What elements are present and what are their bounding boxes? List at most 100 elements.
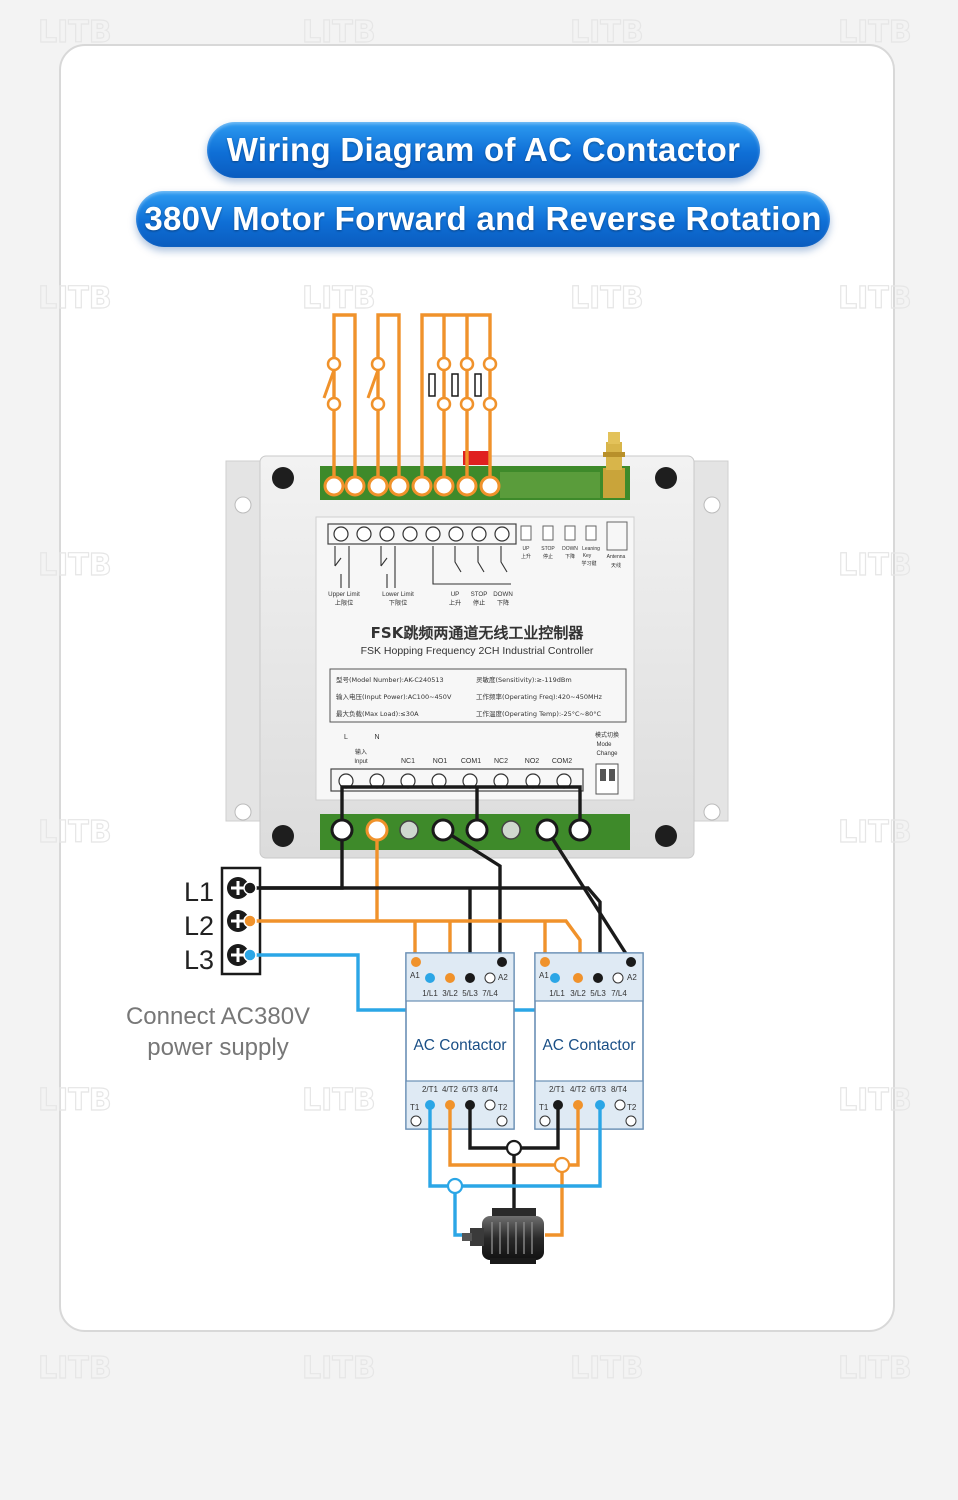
- title-line-1: Wiring Diagram of AC Contactor: [207, 122, 760, 178]
- svg-text:LITB: LITB: [38, 281, 112, 316]
- svg-text:LITB: LITB: [838, 15, 912, 50]
- label-terminal-row-bottom: [338, 773, 572, 789]
- lower-limit-cn: 下限位: [389, 599, 408, 607]
- power-caption-line-1: Connect AC380V: [126, 1003, 310, 1030]
- svg-text:LITB: LITB: [838, 1351, 912, 1386]
- svg-text:LITB: LITB: [302, 1351, 376, 1386]
- svg-text:LITB: LITB: [570, 281, 644, 316]
- l1-label: L1: [184, 877, 214, 907]
- svg-text:T2: T2: [498, 1103, 508, 1112]
- spec-sensitivity: 灵敏度(Sensitivity):≥-119dBm: [476, 675, 572, 684]
- svg-text:上升: 上升: [521, 553, 531, 560]
- svg-text:下降: 下降: [565, 553, 575, 560]
- svg-text:LITB: LITB: [302, 281, 376, 316]
- nc1-label: NC1: [401, 758, 415, 765]
- svg-text:输入: 输入: [355, 748, 367, 756]
- down-contact-label: DOWN: [493, 591, 513, 598]
- svg-text:LITB: LITB: [38, 548, 112, 583]
- key-stop-label: STOP: [541, 546, 555, 552]
- svg-text:LITB: LITB: [38, 815, 112, 850]
- svg-text:A1: A1: [410, 971, 420, 980]
- svg-text:LITB: LITB: [570, 15, 644, 50]
- svg-text:6/T3: 6/T3: [590, 1085, 607, 1094]
- svg-text:LITB: LITB: [302, 1083, 376, 1118]
- ac-contactor-2-label: AC Contactor: [542, 1037, 635, 1054]
- svg-text:2/T1: 2/T1: [549, 1085, 566, 1094]
- l2-label: L2: [184, 911, 214, 941]
- controller-title-en: FSK Hopping Frequency 2CH Industrial Con…: [361, 645, 594, 657]
- svg-text:Change: Change: [596, 751, 618, 757]
- svg-text:A1: A1: [539, 971, 549, 980]
- svg-text:LITB: LITB: [838, 548, 912, 583]
- spec-model: 型号(Model Number):AK-C240513: [336, 675, 444, 684]
- svg-text:T2: T2: [627, 1103, 637, 1112]
- l3-label: L3: [184, 945, 214, 975]
- svg-text:LITB: LITB: [570, 1351, 644, 1386]
- motor-icon: [462, 1208, 544, 1264]
- svg-text:LITB: LITB: [838, 1083, 912, 1118]
- svg-text:LITB: LITB: [838, 281, 912, 316]
- no1-label: NO1: [433, 758, 448, 765]
- mode-label: Mode: [596, 742, 612, 748]
- upper-limit-cn: 上限位: [335, 599, 354, 607]
- svg-text:LITB: LITB: [38, 15, 112, 50]
- power-caption-line-2: power supply: [147, 1034, 288, 1061]
- com2-label: COM2: [552, 758, 572, 765]
- key-learning-label: Leaning: [582, 546, 600, 552]
- svg-text:5/L3: 5/L3: [590, 989, 606, 998]
- upper-limit-label: Upper Limit: [328, 591, 360, 598]
- svg-text:T1: T1: [410, 1103, 420, 1112]
- svg-text:2/T1: 2/T1: [422, 1085, 439, 1094]
- svg-text:A2: A2: [498, 973, 508, 982]
- top-terminal-screws: [323, 475, 501, 497]
- com1-label: COM1: [461, 758, 481, 765]
- input-label: Input: [354, 759, 368, 765]
- svg-text:天线: 天线: [611, 562, 621, 569]
- spec-operating-freq: 工作频率(Operating Freq):420~450MHz: [476, 692, 603, 701]
- key-down-label: DOWN: [562, 546, 578, 552]
- spec-max-load: 最大负载(Max Load):≤30A: [336, 709, 419, 718]
- svg-text:5/L3: 5/L3: [462, 989, 478, 998]
- svg-text:停止: 停止: [473, 599, 485, 607]
- svg-text:LITB: LITB: [838, 815, 912, 850]
- svg-text:4/T2: 4/T2: [442, 1085, 459, 1094]
- svg-text:上升: 上升: [449, 599, 461, 607]
- svg-text:LITB: LITB: [38, 1351, 112, 1386]
- ac-contactor-1: A1 A2 1/L1 3/L2 5/L3 7/L4 2/T1 4/T2 6/T3…: [405, 952, 515, 1130]
- svg-text:3/L2: 3/L2: [570, 989, 586, 998]
- svg-text:下降: 下降: [497, 599, 509, 607]
- svg-text:停止: 停止: [543, 553, 553, 560]
- key-up-label: UP: [523, 546, 531, 552]
- lower-limit-label: Lower Limit: [382, 591, 414, 598]
- motor-wiring: [428, 1105, 602, 1237]
- watermarks: LITB LITB LITB LITB LITB LITB LITB LITB …: [37, 14, 912, 1386]
- svg-text:模式切换: 模式切换: [595, 731, 619, 739]
- title-line-2: 380V Motor Forward and Reverse Rotation: [136, 191, 830, 247]
- controller-output-wiring: [250, 785, 632, 961]
- no2-label: NO2: [525, 758, 540, 765]
- antenna-label: Antenna: [607, 554, 626, 560]
- ac-contactor-2: A1 A2 1/L1 3/L2 5/L3 7/L4 2/T1 4/T2 6/T3…: [534, 952, 644, 1130]
- svg-text:7/L4: 7/L4: [611, 989, 627, 998]
- terminal-n-label: N: [374, 734, 379, 741]
- svg-text:1/L1: 1/L1: [422, 989, 438, 998]
- svg-text:4/T2: 4/T2: [570, 1085, 587, 1094]
- svg-text:LITB: LITB: [38, 1083, 112, 1118]
- bottom-terminal-screws: [330, 818, 592, 842]
- svg-text:7/L4: 7/L4: [482, 989, 498, 998]
- stop-contact-label: STOP: [471, 591, 488, 598]
- svg-text:6/T3: 6/T3: [462, 1085, 479, 1094]
- label-terminal-row-top: [333, 526, 510, 542]
- svg-text:A2: A2: [627, 973, 637, 982]
- nc2-label: NC2: [494, 758, 508, 765]
- svg-text:Key: Key: [583, 553, 592, 559]
- ac-contactor-1-label: AC Contactor: [413, 1037, 506, 1054]
- svg-text:LITB: LITB: [302, 15, 376, 50]
- switch-contacts: [326, 356, 498, 412]
- svg-text:T1: T1: [539, 1103, 549, 1112]
- spec-input-power: 输入电压(Input Power):AC100~450V: [336, 692, 452, 701]
- svg-text:8/T4: 8/T4: [611, 1085, 628, 1094]
- spec-operating-temp: 工作温度(Operating Temp):-25°C~80°C: [476, 709, 602, 718]
- antenna-icon: [603, 432, 625, 498]
